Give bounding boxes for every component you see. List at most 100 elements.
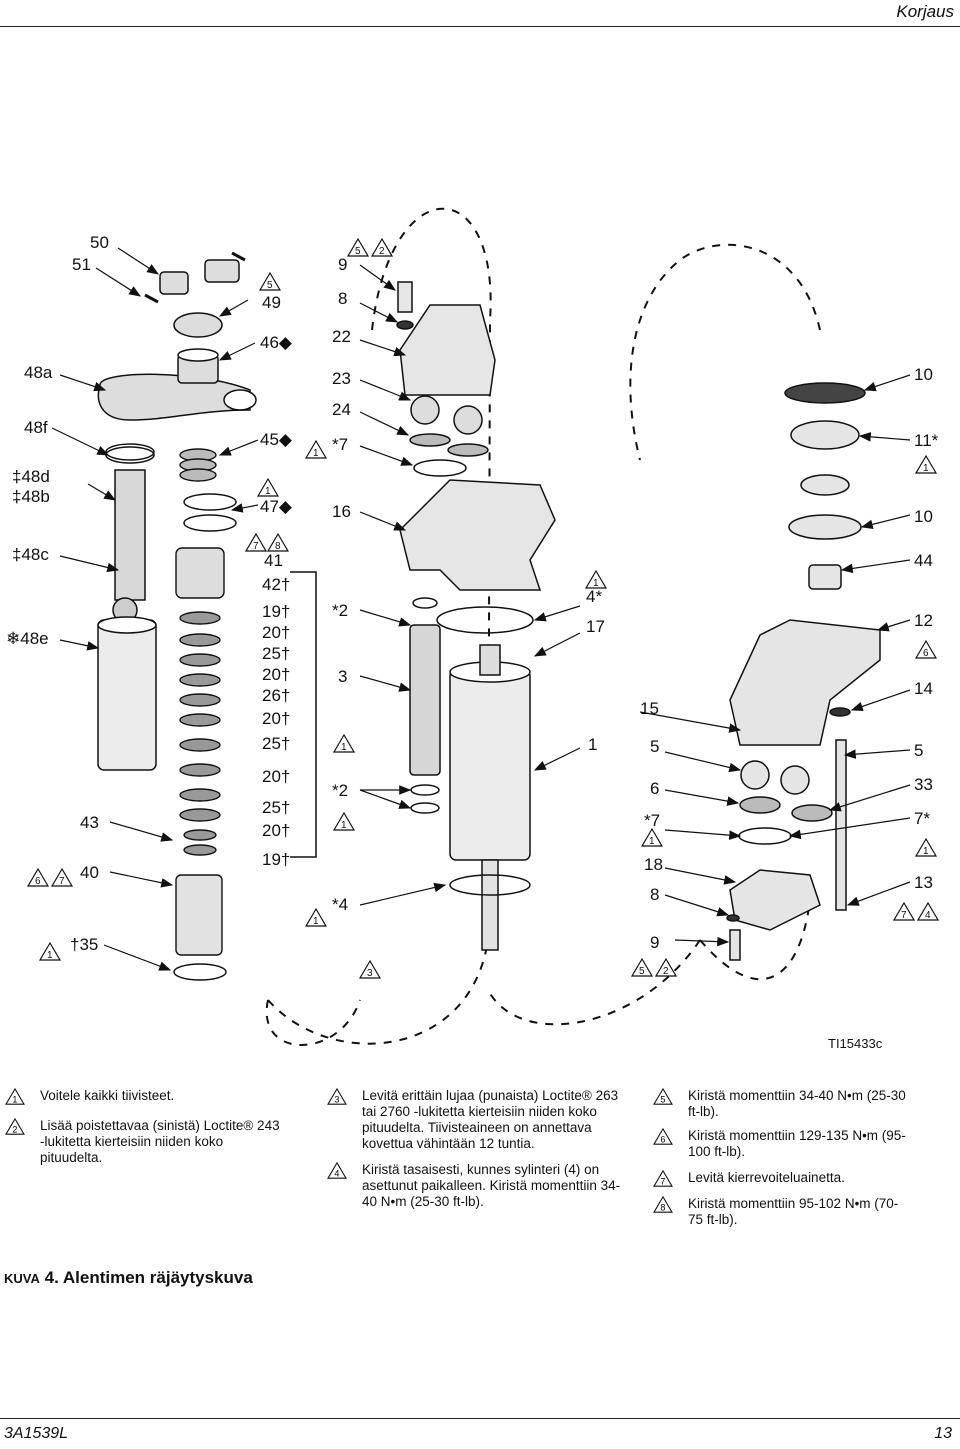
dashed-flow-loop	[265, 207, 821, 1046]
label-33: 33	[914, 775, 933, 794]
note-5-text: Kiristä momenttiin 34-40 N•m (25-30 ft-l…	[688, 1088, 906, 1119]
label-20e: 20†	[262, 821, 290, 840]
note-6: 6 Kiristä momenttiin 129-135 N•m (95-100…	[652, 1128, 908, 1160]
label-2b: *2	[332, 781, 348, 800]
note-6-marker: 6	[653, 1128, 673, 1145]
svg-text:8: 8	[275, 541, 281, 552]
svg-text:1: 1	[649, 836, 655, 847]
svg-text:6: 6	[660, 1134, 665, 1144]
svg-text:5: 5	[639, 966, 645, 977]
label-24: 24	[332, 400, 351, 419]
label-19a: 19†	[262, 602, 290, 621]
image-code: TI15433c	[828, 1036, 883, 1051]
part-labels: 50 51 48a 48f ‡48d ‡48b ‡48c ❄48e 43 40 …	[6, 233, 939, 1051]
label-44: 44	[914, 551, 933, 570]
svg-text:1: 1	[313, 916, 319, 927]
svg-text:5: 5	[660, 1094, 665, 1104]
label-12: 12	[914, 611, 933, 630]
label-20d: 20†	[262, 767, 290, 786]
note-8: 8 Kiristä momenttiin 95-102 N•m (70-75 f…	[652, 1196, 908, 1228]
svg-text:1: 1	[923, 846, 929, 857]
note-8-marker: 8	[653, 1196, 673, 1213]
label-14: 14	[914, 679, 933, 698]
label-1: 1	[588, 735, 597, 754]
caption-title: 4. Alentimen räjäytyskuva	[44, 1268, 253, 1287]
label-20c: 20†	[262, 709, 290, 728]
label-23: 23	[332, 369, 351, 388]
note-7-marker: 7	[653, 1170, 673, 1187]
section-header: Korjaus	[896, 2, 954, 21]
label-48d: ‡48d	[12, 467, 50, 486]
label-50: 50	[90, 233, 109, 252]
label-40: 40	[80, 863, 99, 882]
note-8-text: Kiristä momenttiin 95-102 N•m (70-75 ft-…	[688, 1196, 899, 1227]
label-46: 46◆	[260, 333, 293, 352]
exploded-view-diagram: 50 51 48a 48f ‡48d ‡48b ‡48c ❄48e 43 40 …	[6, 207, 939, 1051]
label-43: 43	[80, 813, 99, 832]
label-8-top: 8	[338, 289, 347, 308]
svg-text:2: 2	[12, 1124, 17, 1134]
svg-text:1: 1	[265, 486, 271, 497]
label-25c: 25†	[262, 798, 290, 817]
label-26: 26†	[262, 686, 290, 705]
label-41: 41	[264, 551, 283, 570]
figure-caption: Kuva 4. Alentimen räjäytyskuva	[4, 1268, 253, 1288]
label-2a: *2	[332, 601, 348, 620]
label-6-mid: 6	[650, 779, 659, 798]
label-11: 11*	[914, 431, 939, 450]
note-7: 7 Levitä kierrevoiteluainetta.	[652, 1170, 908, 1188]
svg-text:1: 1	[313, 448, 319, 459]
note-2-text: Lisää poistettavaa (sinistä) Loctite® 24…	[40, 1118, 280, 1165]
label-48b: ‡48b	[12, 487, 50, 506]
svg-text:4: 4	[925, 910, 931, 921]
svg-text:7: 7	[660, 1176, 665, 1186]
svg-text:6: 6	[35, 876, 41, 887]
label-25a: 25†	[262, 644, 290, 663]
svg-text:5: 5	[355, 246, 361, 257]
svg-text:1: 1	[12, 1094, 17, 1104]
svg-text:8: 8	[660, 1202, 665, 1212]
note-1: 1 Voitele kaikki tiivisteet.	[4, 1088, 280, 1106]
leader-lines	[51, 247, 911, 971]
label-35: †35	[70, 935, 98, 954]
label-4-mid: *4	[332, 895, 348, 914]
note-3: 3 Levitä erittäin lujaa (punaista) Locti…	[326, 1088, 632, 1152]
label-45: 45◆	[260, 430, 293, 449]
svg-text:1: 1	[47, 950, 53, 961]
svg-text:2: 2	[379, 246, 385, 257]
svg-text:1: 1	[341, 742, 347, 753]
svg-text:3: 3	[367, 968, 373, 979]
footer-rule	[0, 1418, 960, 1419]
label-10a: 10	[914, 365, 933, 384]
label-47: 47◆	[260, 497, 293, 516]
label-10b: 10	[914, 507, 933, 526]
label-19b: 19†	[262, 850, 290, 869]
page-number: 13	[934, 1425, 952, 1442]
note-2-marker: 2	[5, 1118, 25, 1135]
label-7-mid: *7	[332, 435, 348, 454]
label-48c: ‡48c	[12, 545, 49, 564]
note-3-text: Levitä erittäin lujaa (punaista) Loctite…	[362, 1088, 619, 1151]
label-7-right: 7*	[914, 809, 930, 828]
label-15: 15	[640, 699, 659, 718]
label-20a: 20†	[262, 623, 290, 642]
svg-text:7: 7	[901, 910, 907, 921]
note-1-text: Voitele kaikki tiivisteet.	[40, 1088, 175, 1103]
document-id: 3A1539L	[4, 1425, 69, 1442]
label-9-top: 9	[338, 255, 347, 274]
label-22: 22	[332, 327, 351, 346]
label-48a: 48a	[24, 363, 53, 382]
note-3-marker: 3	[327, 1088, 347, 1105]
label-42: 42†	[262, 575, 290, 594]
pump-housing	[396, 281, 556, 951]
note-4-marker: 4	[327, 1162, 347, 1179]
right-valve-stack	[726, 382, 881, 961]
note-6-text: Kiristä momenttiin 129-135 N•m (95-100 f…	[688, 1128, 906, 1159]
svg-text:2: 2	[663, 966, 669, 977]
displacement-rod-assembly	[97, 373, 257, 771]
note-triangles: 5 5 2 1 7 8 1 1 1 1 3 1 1 5 2 1 6 1 7 4 …	[27, 238, 939, 979]
svg-text:1: 1	[923, 463, 929, 474]
label-49: 49	[262, 293, 281, 312]
label-25b: 25†	[262, 734, 290, 753]
packing-stack	[105, 443, 237, 981]
